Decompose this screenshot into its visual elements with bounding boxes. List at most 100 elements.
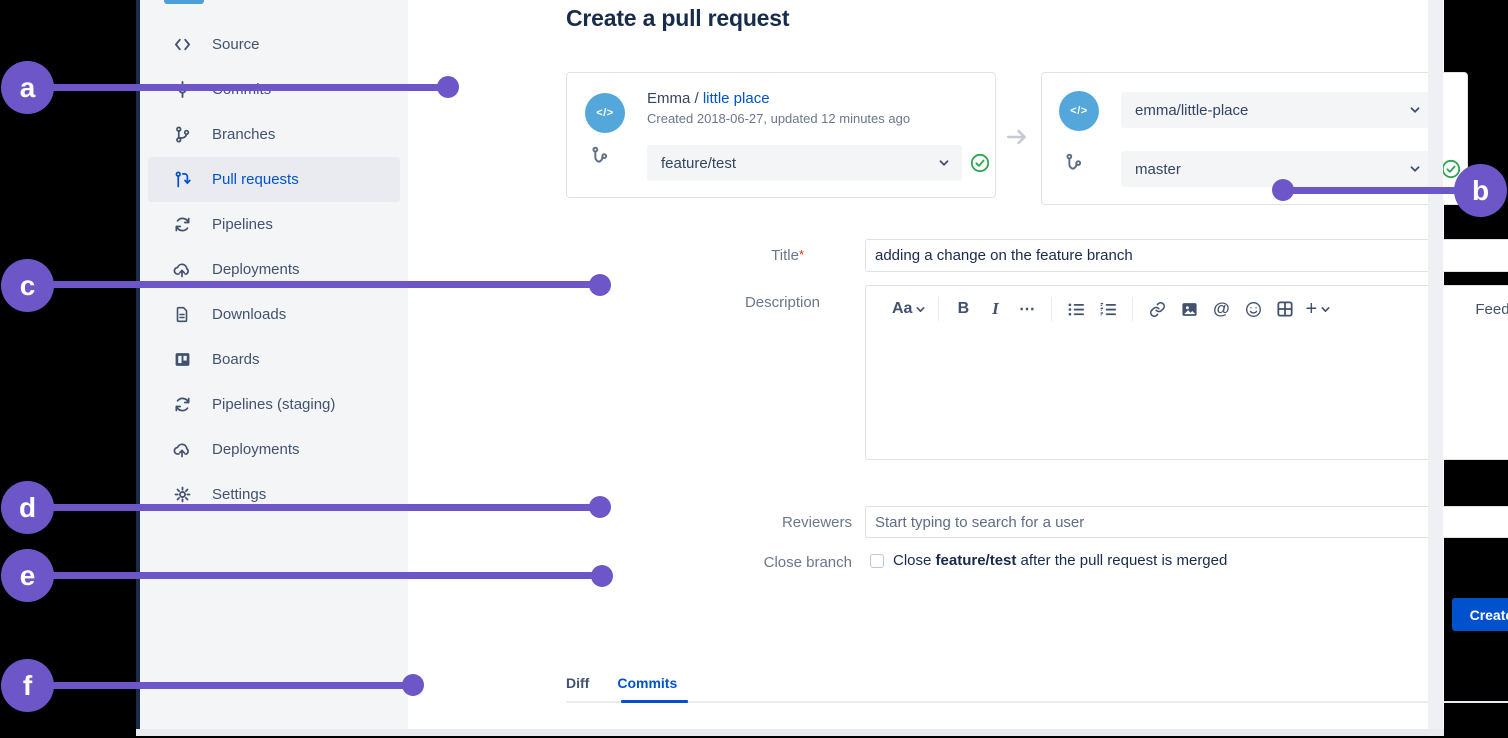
tabs-baseline — [566, 701, 1508, 703]
bitbucket-window: Source Commits Branches — [136, 0, 1508, 736]
description-textarea[interactable] — [866, 332, 1508, 460]
destination-branch-value: master — [1135, 160, 1181, 178]
gear-icon — [172, 485, 192, 505]
code-avatar-icon: </> — [596, 107, 614, 119]
toolbar-divider — [1132, 297, 1134, 321]
source-branch-select[interactable]: feature/test — [647, 145, 962, 181]
branches-icon — [172, 125, 192, 145]
sidebar-item-label: Pull requests — [212, 171, 299, 188]
chevron-down-icon — [938, 157, 950, 169]
sidebar-item-label: Deployments — [212, 261, 300, 278]
more-formatting-button[interactable]: ⋯ — [1018, 301, 1036, 318]
description-label: Description — [744, 294, 820, 311]
toolbar-divider — [938, 297, 940, 321]
scrollbar-track[interactable] — [1428, 0, 1443, 729]
sidebar-item-deployments-2[interactable]: Deployments — [148, 427, 400, 472]
source-icon — [172, 35, 192, 55]
repo-avatar: </> — [585, 93, 625, 133]
repo-avatar: </> — [1059, 91, 1099, 131]
sidebar-item-label: Branches — [212, 126, 276, 143]
source-branch-card: </> Emma / little place Created 2018-06-… — [566, 72, 996, 198]
image-button[interactable] — [1177, 295, 1201, 323]
pull-requests-icon — [172, 170, 192, 190]
page-title: Create a pull request — [566, 5, 790, 31]
annotation-marker-b: b — [1454, 164, 1507, 217]
annotation-dot-a — [437, 76, 459, 98]
annotation-line-e — [27, 572, 602, 579]
sidebar-item-label: Deployments — [212, 441, 300, 458]
title-input[interactable] — [865, 239, 1508, 272]
sidebar-item-settings[interactable]: Settings — [148, 472, 400, 517]
destination-branch-card: </> emma/little-place master — [1041, 72, 1468, 205]
annotation-line-c — [27, 281, 600, 288]
create-pull-request-button[interactable]: Create pull request — [1452, 598, 1508, 631]
pipelines-icon — [172, 215, 192, 235]
emoji-button[interactable] — [1241, 295, 1265, 323]
sidebar-item-branches[interactable]: Branches — [148, 112, 400, 157]
font-style-button[interactable]: Aa — [892, 295, 926, 323]
sidebar-item-source[interactable]: Source — [148, 22, 400, 67]
feedback-link[interactable]: Feedback — [1475, 300, 1508, 318]
reviewers-label: Reviewers — [781, 514, 852, 531]
boards-icon — [172, 350, 192, 370]
sidebar-nav: Source Commits Branches — [140, 22, 408, 517]
annotation-line-b — [1283, 187, 1480, 194]
deployments-icon — [172, 440, 192, 460]
numbered-list-button[interactable] — [1096, 295, 1120, 323]
insert-more-button[interactable]: + — [1305, 295, 1331, 323]
downloads-icon — [172, 305, 192, 325]
chevron-down-icon — [1409, 163, 1421, 175]
sidebar-item-deployments[interactable]: Deployments — [148, 247, 400, 292]
window-bottom-edge — [136, 729, 1444, 736]
close-branch-label: Close branch — [763, 554, 852, 571]
branch-icon — [1064, 153, 1083, 172]
required-asterisk: * — [798, 247, 804, 262]
sidebar-item-pipelines[interactable]: Pipelines — [148, 202, 400, 247]
deployments-icon — [172, 260, 192, 280]
tab-diff[interactable]: Diff — [566, 675, 590, 691]
close-branch-checkbox[interactable] — [870, 554, 884, 568]
repo-breadcrumb: Emma / little place — [647, 90, 770, 107]
link-button[interactable] — [1145, 295, 1169, 323]
annotation-marker-a: a — [1, 61, 54, 114]
chevron-down-icon — [1320, 304, 1331, 315]
sidebar-item-downloads[interactable]: Downloads — [148, 292, 400, 337]
title-label: Title* — [771, 247, 804, 264]
sidebar-item-label: Settings — [212, 486, 267, 503]
italic-button[interactable]: I — [992, 299, 999, 318]
branch-icon — [590, 146, 609, 165]
repo-owner: Emma / — [647, 90, 703, 107]
sidebar-item-label: Pipelines (staging) — [212, 396, 336, 413]
description-editor[interactable]: Aa B I ⋯ — [865, 285, 1508, 460]
sidebar-item-label: Source — [212, 36, 260, 53]
sidebar-item-boards[interactable]: Boards — [148, 337, 400, 382]
reviewers-input[interactable] — [865, 506, 1508, 538]
annotation-dot-d — [589, 496, 611, 518]
repo-link[interactable]: little place — [702, 90, 770, 107]
chevron-down-icon — [1409, 104, 1421, 116]
annotation-line-a — [27, 84, 448, 91]
source-branch-value: feature/test — [661, 154, 737, 172]
destination-repo-select[interactable]: emma/little-place — [1121, 92, 1433, 128]
sidebar-item-pipelines-staging[interactable]: Pipelines (staging) — [148, 382, 400, 427]
toolbar-divider — [1051, 297, 1053, 321]
sidebar-item-label: Boards — [212, 351, 260, 368]
bold-button[interactable]: B — [957, 300, 970, 317]
table-button[interactable] — [1273, 295, 1297, 323]
annotation-dot-c — [589, 274, 611, 296]
sidebar-item-label: Pipelines — [212, 216, 273, 233]
annotation-dot-b — [1272, 179, 1294, 201]
close-branch-name: feature/test — [935, 552, 1017, 569]
tab-commits[interactable]: Commits — [617, 675, 678, 691]
annotation-marker-e: e — [1, 549, 54, 602]
close-branch-text: Close feature/test after the pull reques… — [893, 552, 1228, 569]
arrow-right-icon — [1004, 124, 1030, 150]
annotation-line-f — [27, 682, 413, 689]
bullet-list-button[interactable] — [1064, 295, 1088, 323]
destination-repo-value: emma/little-place — [1135, 101, 1249, 119]
sidebar-item-pull-requests[interactable]: Pull requests — [148, 157, 400, 202]
annotation-dot-e — [591, 565, 613, 587]
active-tab-underline — [621, 700, 688, 703]
mention-button[interactable]: @ — [1213, 299, 1230, 318]
